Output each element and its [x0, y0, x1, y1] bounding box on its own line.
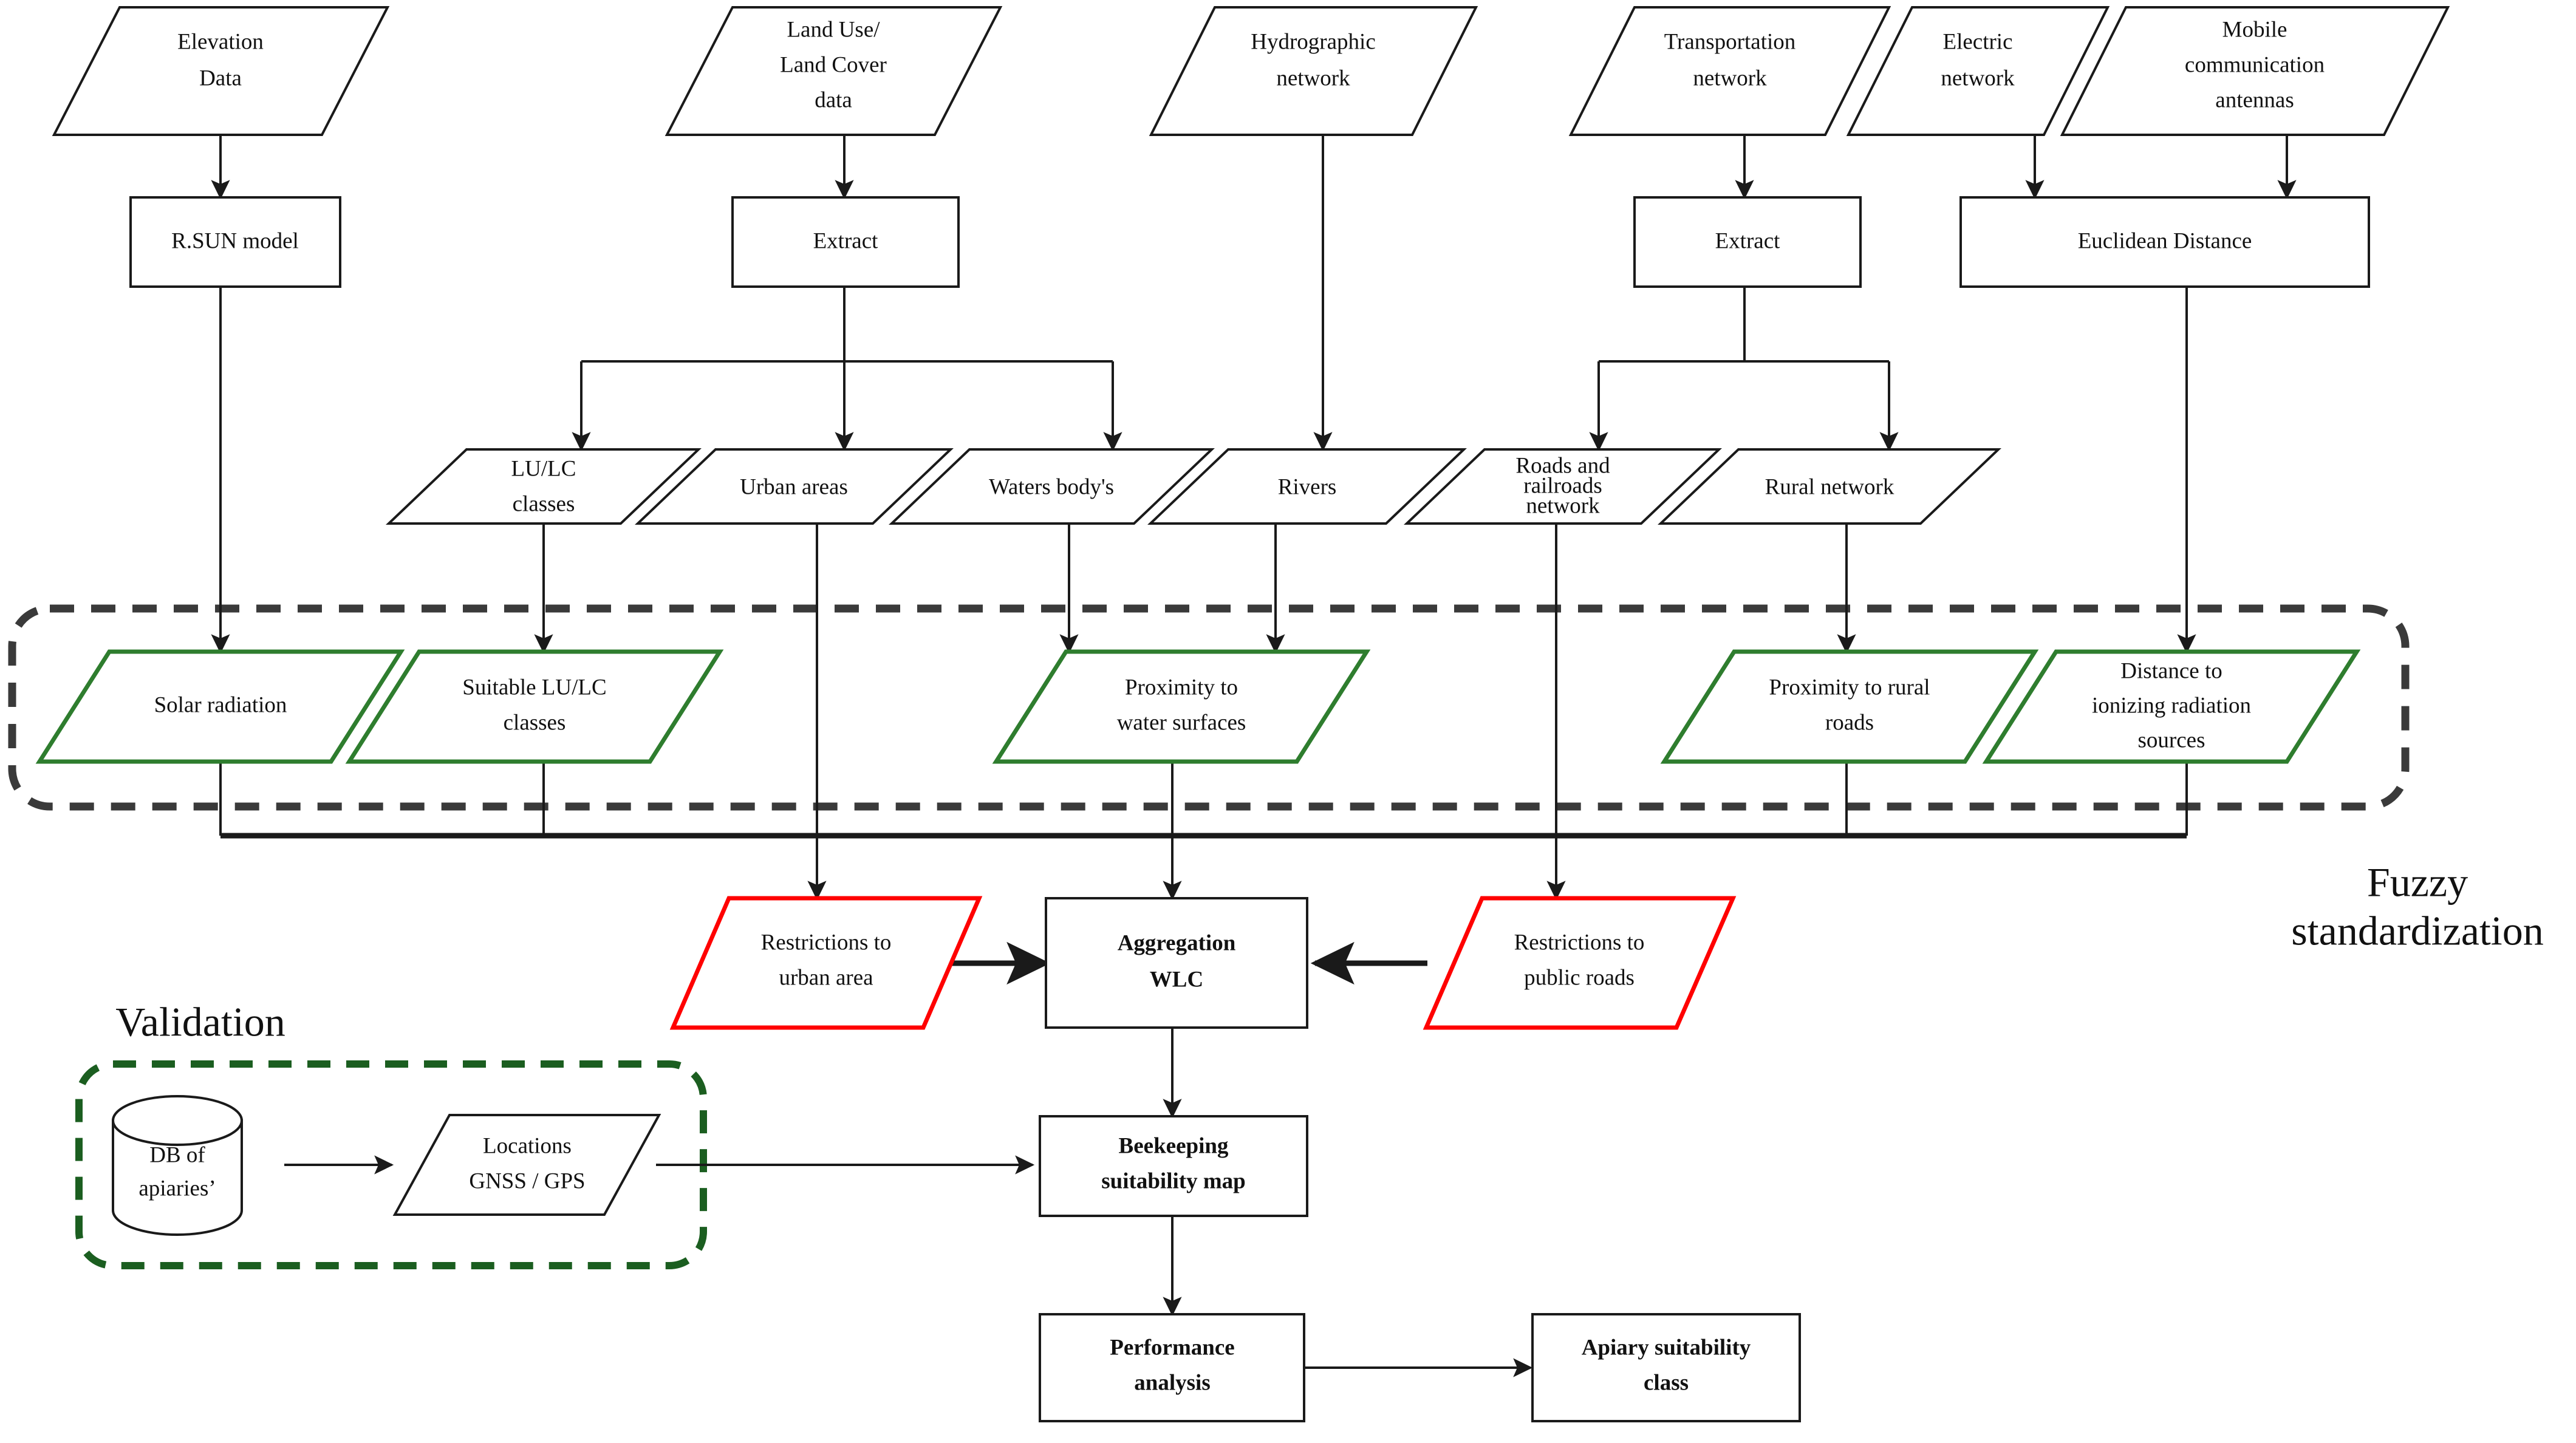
node-landuse-label-1: Land Use/	[787, 17, 880, 42]
node-electric-network[interactable]: Electric network	[1846, 6, 2110, 136]
node-elevation-data-label-2: Data	[199, 66, 242, 90]
fuzzy-title-line-1: Fuzzy	[2367, 859, 2468, 906]
node-transportation-label-1: Transportation	[1664, 29, 1796, 54]
node-suitability-map-label-2: suitability map	[1101, 1168, 1245, 1193]
node-antennas-label-3: antennas	[2215, 87, 2294, 112]
node-extract-lulc-label: Extract	[813, 228, 879, 253]
node-ionizing-label-3: sources	[2138, 728, 2205, 752]
node-antennas-label-1: Mobile	[2222, 17, 2287, 42]
node-lulc-classes-label-2: classes	[513, 491, 575, 516]
node-euclidean-distance[interactable]: Euclidean Distance	[1959, 196, 2370, 288]
node-roads-railroads-label-1: Roads and	[1515, 453, 1610, 478]
node-waters-bodys[interactable]: Waters body's	[889, 448, 1215, 525]
node-proximity-to-water-surfaces[interactable]: Proximity to water surfaces	[992, 649, 1371, 764]
node-performance-label-2: analysis	[1134, 1370, 1210, 1395]
node-landuse-label-3: data	[815, 87, 852, 112]
node-roads-railroads-label-3: network	[1526, 493, 1600, 518]
node-roads-railroads-label-2: railroads	[1523, 473, 1602, 498]
node-rivers[interactable]: Rivers	[1147, 448, 1467, 525]
node-aggregation-wlc-label-1: Aggregation	[1118, 930, 1236, 955]
node-urban-areas-label: Urban areas	[740, 474, 848, 499]
node-restrictions-public-label-1: Restrictions to	[1514, 930, 1645, 955]
node-lulc-classes-label-1: LU/LC	[511, 456, 576, 481]
node-restrictions-urban-label-2: urban area	[779, 965, 873, 990]
node-elevation-data[interactable]: Elevation Data	[52, 6, 390, 136]
node-performance-analysis[interactable]: Performance analysis	[1039, 1313, 1305, 1422]
node-restrictions-public-label-2: public roads	[1524, 965, 1635, 990]
node-hydrographic-label-1: Hydrographic	[1251, 29, 1376, 54]
node-locations-label-2: GNSS / GPS	[469, 1168, 585, 1193]
node-euclidean-distance-label: Euclidean Distance	[2078, 228, 2252, 253]
node-transportation-network[interactable]: Transportation network	[1568, 6, 1891, 136]
node-rsun-model-label: R.SUN model	[171, 228, 299, 253]
node-aggregation-wlc[interactable]: Aggregation WLC	[1045, 897, 1308, 1029]
node-restrictions-to-urban-area[interactable]: Restrictions to urban area	[669, 896, 983, 1030]
node-apiary-class-label-1: Apiary suitability	[1582, 1335, 1751, 1360]
node-transportation-label-2: network	[1693, 66, 1767, 90]
node-proximity-rural-label-1: Proximity to rural	[1769, 675, 1930, 700]
node-aggregation-wlc-label-2: WLC	[1150, 967, 1203, 992]
node-suitability-map-label-1: Beekeeping	[1119, 1133, 1229, 1158]
node-db-of-apiaries[interactable]: DB of apiaries’	[112, 1095, 243, 1236]
node-urban-areas[interactable]: Urban areas	[635, 448, 954, 525]
node-suitable-lulc-classes[interactable]: Suitable LU/LC classes	[345, 649, 724, 764]
node-hydrographic-network[interactable]: Hydrographic network	[1149, 6, 1478, 136]
node-suitable-lulc-label-1: Suitable LU/LC	[462, 675, 606, 700]
node-locations-label-1: Locations	[483, 1133, 572, 1158]
node-restrictions-urban-label-1: Restrictions to	[761, 930, 892, 955]
fuzzy-standardization-title: Fuzzy standardization	[2291, 859, 2543, 954]
node-rivers-label: Rivers	[1278, 474, 1337, 499]
node-electric-label-1: Electric	[1942, 29, 2012, 54]
node-solar-radiation[interactable]: Solar radiation	[35, 649, 405, 764]
validation-title-label: Validation	[115, 999, 285, 1045]
node-ionizing-label-2: ionizing radiation	[2092, 693, 2251, 718]
node-hydrographic-label-2: network	[1276, 66, 1350, 90]
node-apiary-class-label-2: class	[1644, 1370, 1689, 1395]
node-proximity-to-rural-roads[interactable]: Proximity to rural roads	[1660, 649, 2039, 764]
validation-title: Validation	[115, 999, 285, 1045]
fuzzy-standardization-group-box	[8, 604, 2410, 811]
node-proximity-rural-label-2: roads	[1825, 710, 1874, 735]
fuzzy-title-line-2: standardization	[2291, 908, 2543, 954]
node-rural-network-label: Rural network	[1765, 474, 1894, 499]
node-landuse-landcover-data[interactable]: Land Use/ Land Cover data	[664, 6, 1003, 136]
node-mobile-communication-antennas[interactable]: Mobile communication antennas	[2060, 6, 2450, 136]
node-extract-lulc[interactable]: Extract	[731, 196, 960, 288]
node-solar-radiation-label: Solar radiation	[154, 692, 287, 717]
node-extract-transport[interactable]: Extract	[1633, 196, 1862, 288]
node-apiary-suitability-class[interactable]: Apiary suitability class	[1531, 1313, 1801, 1422]
node-proximity-water-label-2: water surfaces	[1117, 710, 1246, 735]
node-locations-gnss-gps[interactable]: Locations GNSS / GPS	[392, 1114, 661, 1216]
node-antennas-label-2: communication	[2185, 52, 2325, 77]
node-rsun-model[interactable]: R.SUN model	[129, 196, 341, 288]
node-extract-transport-label: Extract	[1715, 228, 1781, 253]
node-elevation-data-label-1: Elevation	[177, 29, 264, 54]
node-rural-network[interactable]: Rural network	[1658, 448, 2001, 525]
node-roads-railroads-network[interactable]: Roads and railroads network	[1404, 448, 1722, 525]
node-waters-bodys-label: Waters body's	[989, 474, 1114, 499]
node-beekeeping-suitability-map[interactable]: Beekeeping suitability map	[1039, 1115, 1308, 1217]
node-suitable-lulc-label-2: classes	[504, 710, 566, 735]
node-distance-to-ionizing-radiation-sources[interactable]: Distance to ionizing radiation sources	[1982, 649, 2361, 764]
node-electric-label-2: network	[1941, 66, 2015, 90]
node-ionizing-label-1: Distance to	[2120, 658, 2222, 683]
node-restrictions-to-public-roads[interactable]: Restrictions to public roads	[1423, 896, 1737, 1030]
node-db-apiaries-label-2: apiaries’	[138, 1176, 216, 1201]
node-performance-label-1: Performance	[1110, 1335, 1234, 1360]
node-landuse-label-2: Land Cover	[780, 52, 887, 77]
node-db-apiaries-label-1: DB of	[149, 1142, 205, 1167]
node-lulc-classes[interactable]: LU/LC classes	[386, 448, 702, 525]
node-proximity-water-label-1: Proximity to	[1125, 675, 1238, 700]
